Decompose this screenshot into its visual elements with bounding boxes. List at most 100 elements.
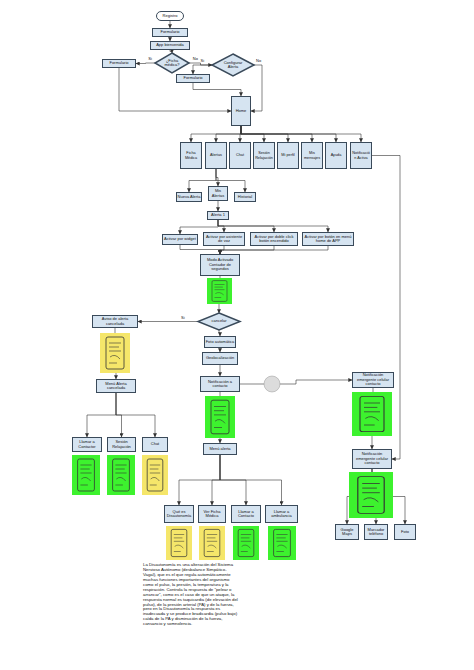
- sketch-drawing: [106, 337, 124, 369]
- sketch-drawing: [204, 529, 220, 556]
- sketch-paper: [142, 455, 168, 495]
- process-box: Activar por widget: [162, 234, 198, 245]
- process-box: Sesión Relajación: [107, 437, 136, 452]
- node-text: Menú alerta: [209, 447, 230, 451]
- process-box: Notificación emergente celular contacto: [352, 449, 392, 469]
- flow-connector: [218, 201, 219, 211]
- flow-connector: [220, 365, 221, 376]
- sketch-note: [107, 455, 135, 495]
- flow-connector: [138, 321, 198, 322]
- flow-connector: [87, 393, 116, 437]
- node-text: Foto: [401, 530, 409, 534]
- node-text: Chat: [151, 442, 159, 446]
- sketch-drawing: [78, 459, 95, 491]
- process-box: Formulario: [176, 74, 210, 83]
- node-text: Ver Ficha Médica: [200, 510, 225, 519]
- process-box: App bienvenida: [150, 41, 190, 50]
- node-text: Marcador teléfono: [366, 528, 387, 537]
- node-text: ¿Ficha médica?: [162, 59, 182, 68]
- node-text: Notificación emergente celular contacto: [354, 373, 393, 386]
- process-box: Chat: [229, 142, 251, 169]
- flow-connector: [241, 126, 361, 142]
- sketch-paper: [268, 526, 296, 560]
- process-box: Chat: [142, 437, 168, 452]
- process-box: Historial: [234, 192, 256, 202]
- flow-connector: [193, 65, 212, 74]
- edge-label: No: [256, 59, 261, 63]
- process-box: Ver Ficha Médica: [198, 505, 226, 523]
- flow-connector: [251, 65, 262, 111]
- process-box: Menú alerta: [203, 443, 237, 455]
- node-text: Menú Alerta cancelada: [98, 382, 135, 391]
- flow-connector: [218, 220, 328, 232]
- flow-connector: [220, 455, 282, 505]
- edge-label: Si: [201, 59, 205, 63]
- process-box: Qué es Disautonomía: [164, 505, 194, 523]
- sketch-drawing: [147, 459, 163, 491]
- node-text: Activar por widget: [164, 237, 196, 241]
- sketch-note: [166, 526, 192, 560]
- node-text: App bienvenida: [156, 43, 184, 47]
- node-text: Llamar a Contactor: [74, 440, 101, 449]
- sketch-note: [349, 472, 393, 518]
- process-box: Formulario: [152, 28, 188, 37]
- decision-diamond: cancelar: [198, 313, 240, 330]
- flow-connector: [240, 380, 352, 384]
- process-box: Notificación a contacto: [200, 376, 240, 392]
- process-box: Mis Alertas: [208, 186, 228, 201]
- sketch-note: [268, 526, 296, 560]
- process-box: Marcador teléfono: [364, 524, 388, 540]
- process-box: Aviso de alerta cancelada: [92, 315, 138, 328]
- flow-connector: [212, 455, 220, 505]
- node-text: cancelar: [211, 319, 226, 323]
- node-text: Mis Alertas: [210, 189, 227, 198]
- process-box: Modo Activado Contador de segundos: [200, 254, 240, 276]
- process-box: Alerta 1: [207, 211, 229, 220]
- node-text: Llamar a ambulancia: [267, 510, 297, 519]
- process-box: Formulario: [102, 59, 136, 68]
- node-text: Notificación emergente celular contacto: [354, 452, 391, 465]
- node-text: Geolocalización: [206, 356, 234, 360]
- node-text: Home: [236, 109, 247, 113]
- sketch-note: [233, 526, 259, 560]
- sketch-drawing: [274, 529, 291, 556]
- sketch-note: [205, 396, 235, 438]
- sketch-note: [142, 455, 168, 495]
- diamond-shape: [212, 54, 254, 76]
- process-box: Activar por botón en menú home de APP: [302, 232, 354, 246]
- node-text: Google Maps: [337, 528, 358, 537]
- flow-connector: [116, 393, 155, 437]
- process-box: Alertas: [205, 142, 227, 169]
- flow-connector: [191, 126, 241, 142]
- connector-circle: [264, 376, 280, 392]
- process-box: Google Maps: [335, 524, 359, 540]
- process-box: Mis mensajes: [301, 142, 323, 169]
- node-text: Llamar a Contacto: [233, 510, 260, 519]
- process-box: Home: [231, 96, 251, 126]
- node-text: Registro: [163, 14, 178, 18]
- start-terminal: Registro: [156, 11, 184, 21]
- sketch-drawing: [211, 400, 229, 434]
- flow-connector: [220, 246, 328, 254]
- sketch-paper: [352, 392, 392, 436]
- node-text: Alerta 1: [211, 213, 225, 217]
- process-box: Activar por doble click botón encendido: [250, 232, 298, 246]
- node-text: Modo Activado Contador de segundos: [202, 258, 239, 271]
- node-text: Formulario: [183, 76, 202, 80]
- node-text: Activar por asistente de voz: [205, 235, 244, 244]
- node-text: Mis mensajes: [303, 151, 322, 159]
- sketch-drawing: [113, 459, 130, 491]
- node-text: Formulario: [160, 30, 179, 34]
- process-box: Menú Alerta cancelada: [96, 379, 136, 393]
- process-box: Notificación Activa: [350, 142, 372, 169]
- sketch-paper: [100, 333, 130, 373]
- sketch-note: [100, 333, 130, 373]
- node-text: Formulario: [109, 61, 128, 65]
- sketch-paper: [199, 526, 225, 560]
- process-box: Foto automática: [204, 336, 236, 348]
- node-text: Configurar Alerta: [219, 61, 247, 70]
- sketch-drawing: [358, 477, 384, 514]
- sketch-paper: [72, 455, 100, 495]
- process-box: Notificación emergente celular contacto: [352, 372, 394, 388]
